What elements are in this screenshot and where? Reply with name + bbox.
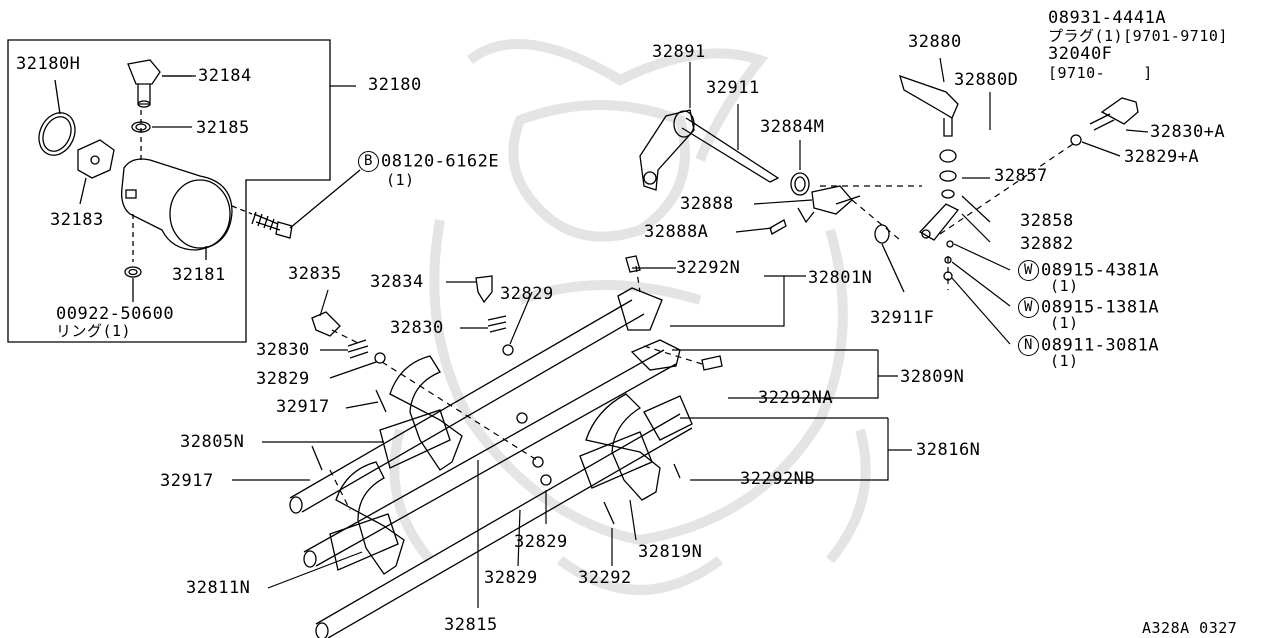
callout-32830: 32830 xyxy=(390,318,444,338)
callout-08120-qty: (1) xyxy=(386,171,415,189)
callout-32829: 32829 xyxy=(484,568,538,588)
callout-32834: 32834 xyxy=(370,272,424,292)
ring-00922 xyxy=(124,266,142,278)
callout-32819N: 32819N xyxy=(638,542,703,562)
callout-32835: 32835 xyxy=(288,264,342,284)
callout-32183: 32183 xyxy=(50,210,104,230)
callout-32811N: 32811N xyxy=(186,578,251,598)
callout-32184: 32184 xyxy=(198,66,252,86)
callout-32911: 32911 xyxy=(706,78,760,98)
callout-08911-3081A-qty: (1) xyxy=(1050,352,1079,370)
o-ring-32180H xyxy=(38,112,76,156)
shift-forks xyxy=(329,355,693,575)
callout-32829-plus-A: 32829+A xyxy=(1124,147,1200,167)
plate-32183 xyxy=(77,139,115,179)
callout-08911-3081A-code: 08911-3081A xyxy=(1041,335,1160,356)
callout-32882: 32882 xyxy=(1020,234,1074,254)
callout-08120-code: 08120-6162E xyxy=(381,151,500,172)
circle-w-badge: W xyxy=(1018,260,1039,281)
callout-08931-note: プラグ(1)[9701-9710] xyxy=(1048,27,1228,45)
callout-32292NB: 32292NB xyxy=(740,469,816,489)
knob-32184 xyxy=(127,59,161,85)
callout-32815: 32815 xyxy=(444,615,498,635)
callout-32891: 32891 xyxy=(652,42,706,62)
inset-box xyxy=(7,39,356,343)
callout-08931-4441A: 08931-4441A xyxy=(1048,8,1167,28)
callout-32857: 32857 xyxy=(994,166,1048,186)
callout-32292NA: 32292NA xyxy=(758,388,834,408)
bushing-32880D xyxy=(939,149,957,163)
callout-32809N: 32809N xyxy=(900,367,965,387)
callout-08915-1381A-code: 08915-1381A xyxy=(1041,297,1160,318)
callout-32180H: 32180H xyxy=(16,54,81,74)
callout-32185: 32185 xyxy=(196,118,250,138)
callout-32880: 32880 xyxy=(908,32,962,52)
callout-32180: 32180 xyxy=(368,75,422,95)
callout-32884M: 32884M xyxy=(760,117,825,137)
callout-32917: 32917 xyxy=(160,471,214,491)
callout-32801N: 32801N xyxy=(808,268,873,288)
callout-32858: 32858 xyxy=(1020,211,1074,231)
diagram-id: A328A 0327 xyxy=(1142,619,1238,637)
callout-32830: 32830 xyxy=(256,340,310,360)
callout-32829: 32829 xyxy=(514,532,568,552)
upper-linkage xyxy=(639,74,1139,293)
callout-32917: 32917 xyxy=(276,397,330,417)
callout-32292N: 32292N xyxy=(676,258,741,278)
callout-08915-4381A-qty: (1) xyxy=(1050,277,1079,295)
seal-32884M xyxy=(790,172,810,196)
callout-32829: 32829 xyxy=(256,369,310,389)
callout-32040F: 32040F xyxy=(1048,44,1113,64)
bushing-32911F xyxy=(874,224,890,244)
callout-32805N: 32805N xyxy=(180,432,245,452)
callout-32829: 32829 xyxy=(500,284,554,304)
callout-32911F: 32911F xyxy=(870,308,935,328)
inset-parts xyxy=(38,59,253,302)
callout-32816N: 32816N xyxy=(916,440,981,460)
callout-00922-50600: 00922-50600 xyxy=(56,304,175,324)
callout-32181: 32181 xyxy=(172,265,226,285)
callout-32292: 32292 xyxy=(578,568,632,588)
callout-32830-plus-A: 32830+A xyxy=(1150,122,1226,142)
bolt-08120 xyxy=(251,169,361,239)
callout-00922-note: リング(1) xyxy=(56,322,132,340)
callout-32880D: 32880D xyxy=(954,70,1019,90)
leader-lines xyxy=(162,57,1149,608)
callout-32888: 32888 xyxy=(680,194,734,214)
callout-08915-1381A-qty: (1) xyxy=(1050,314,1079,332)
callout-32040F-note: [9710- ] xyxy=(1048,64,1153,82)
callout-08915-4381A-code: 08915-4381A xyxy=(1041,260,1160,281)
circle-w-badge: W xyxy=(1018,297,1039,318)
background-emblem xyxy=(389,39,871,595)
shift-rods xyxy=(289,287,693,638)
circle-n-badge: N xyxy=(1018,335,1039,356)
callout-32888A: 32888A xyxy=(644,222,709,242)
circle-b-badge: B xyxy=(358,151,379,172)
